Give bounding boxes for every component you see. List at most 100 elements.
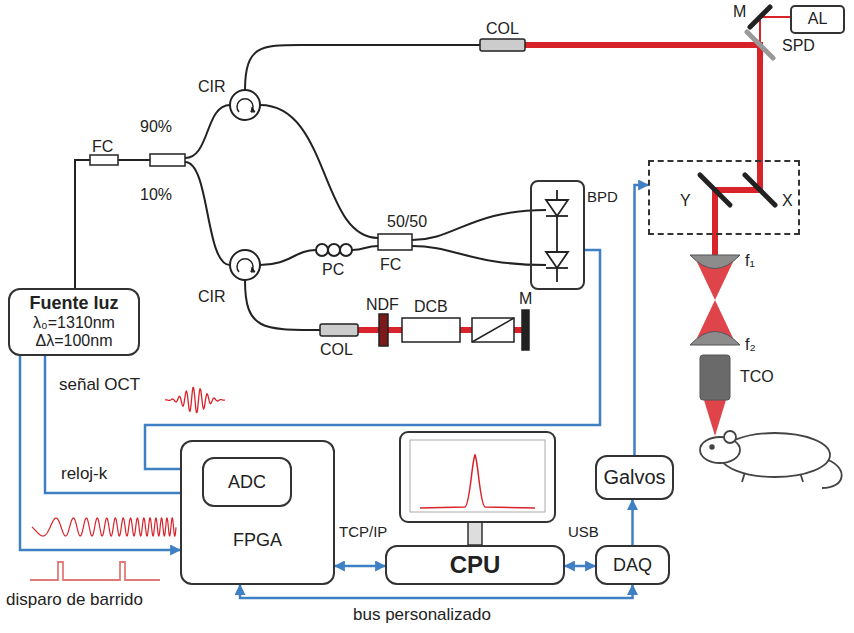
- focused-beam: [704, 400, 726, 436]
- mouse: [724, 431, 736, 443]
- signal-connector: [45, 356, 202, 493]
- fiber-coupler: [378, 234, 412, 250]
- circulator: [237, 259, 253, 272]
- fiber: [118, 159, 150, 161]
- mouse: [710, 445, 714, 449]
- fiber-coupler: [90, 155, 118, 165]
- signal-connector: [631, 500, 634, 545]
- node-title: FPGA: [233, 530, 282, 551]
- component-label: TCO: [740, 368, 774, 386]
- adc-box: ADC: [202, 457, 292, 507]
- node-title: Galvos: [603, 466, 665, 489]
- mirror: [700, 7, 775, 205]
- reference-arm-parts: [522, 310, 529, 350]
- fiber: [328, 244, 340, 256]
- component-label: NDF: [366, 296, 399, 314]
- focused-beam: [697, 262, 733, 338]
- component-label: M: [733, 3, 746, 21]
- photodiode: [546, 215, 568, 217]
- mirror: [747, 32, 773, 58]
- node-text: X: [782, 192, 793, 210]
- k-clock-icon: [32, 518, 176, 536]
- reference-arm-parts: [379, 310, 529, 350]
- fiber: [245, 280, 320, 330]
- monitor: [410, 440, 545, 512]
- circulator: [251, 267, 255, 272]
- node-title: Y: [680, 192, 691, 210]
- lens: [690, 332, 740, 346]
- component-label: 90%: [140, 118, 172, 136]
- monitor: [420, 455, 535, 508]
- signal-connector: [240, 585, 633, 598]
- lens: [690, 255, 740, 400]
- component-label: FC: [380, 256, 401, 274]
- edge-label: disparo de barrido: [5, 591, 144, 610]
- photodiode: [546, 200, 568, 216]
- lens: [690, 255, 740, 269]
- node-title: CPU: [450, 551, 501, 579]
- collimator: [320, 324, 358, 336]
- galvo-driver-box: Galvos: [595, 455, 674, 500]
- light-source-box: Fuente luzλ₀=1310nmΔλ=100nm: [8, 288, 140, 356]
- fiber: [185, 162, 230, 265]
- fpga-box: FPGA ADC: [180, 440, 335, 585]
- fiber-coupler: [150, 154, 185, 166]
- node-title: Fuente luz: [30, 293, 119, 314]
- fiber: [260, 250, 316, 265]
- lens: [700, 355, 730, 400]
- fiber: [260, 105, 378, 238]
- component-label: f₁: [745, 252, 755, 270]
- laser-beam: [358, 17, 790, 330]
- daq-box: DAQ: [595, 545, 670, 585]
- component-label: PC: [322, 261, 344, 279]
- reference-arm-parts: [379, 314, 388, 346]
- collimator: [320, 39, 525, 336]
- monitor: [400, 432, 555, 545]
- component-label: COL: [320, 341, 353, 359]
- photodiode: [546, 267, 568, 269]
- edge-label: reloj-k: [60, 465, 108, 484]
- signal-connector: [20, 356, 180, 550]
- fiber: [352, 246, 378, 250]
- edge-label: bus personalizado: [352, 606, 492, 625]
- node-title: AL: [808, 10, 828, 28]
- signal-connector: [635, 185, 649, 455]
- collimator: [480, 39, 525, 51]
- aiming-laser-box: AL: [790, 5, 845, 34]
- fiber: [412, 210, 546, 240]
- circulator: [251, 107, 255, 112]
- mouse: [700, 431, 842, 488]
- fiber: [75, 45, 546, 330]
- fiber: [316, 244, 328, 256]
- mirror: [700, 175, 730, 205]
- component-label: SPD: [782, 37, 815, 55]
- balanced-detector: BPD: [530, 180, 585, 290]
- component-label: CIR: [198, 288, 226, 306]
- mirror: [745, 175, 775, 205]
- circulator: [230, 90, 260, 280]
- fiber: [245, 45, 480, 90]
- fiber-coupler: [90, 154, 412, 250]
- component-label: FC: [92, 138, 113, 156]
- reference-arm-parts: [472, 318, 514, 342]
- node-title: BPD: [587, 188, 618, 205]
- photodiode: [546, 190, 568, 282]
- edge-label: USB: [567, 524, 600, 541]
- photodiode: [546, 252, 568, 268]
- laser-beam: [525, 45, 760, 255]
- galvo-scanner: YX: [648, 160, 800, 235]
- component-label: M: [519, 290, 532, 308]
- circulator: [230, 250, 260, 280]
- signal-connector: [145, 250, 600, 469]
- oct-fringe-icon: [165, 387, 225, 412]
- component-label: 50/50: [387, 213, 427, 231]
- node-text: Δλ=100nm: [36, 332, 113, 350]
- fiber: [412, 246, 546, 265]
- monitor: [468, 520, 482, 545]
- edge-label: TCP/IP: [338, 524, 388, 541]
- signal-connector: [335, 565, 385, 568]
- fiber: [340, 244, 352, 256]
- component-label: DCB: [414, 298, 448, 316]
- focused-beam: [697, 262, 733, 436]
